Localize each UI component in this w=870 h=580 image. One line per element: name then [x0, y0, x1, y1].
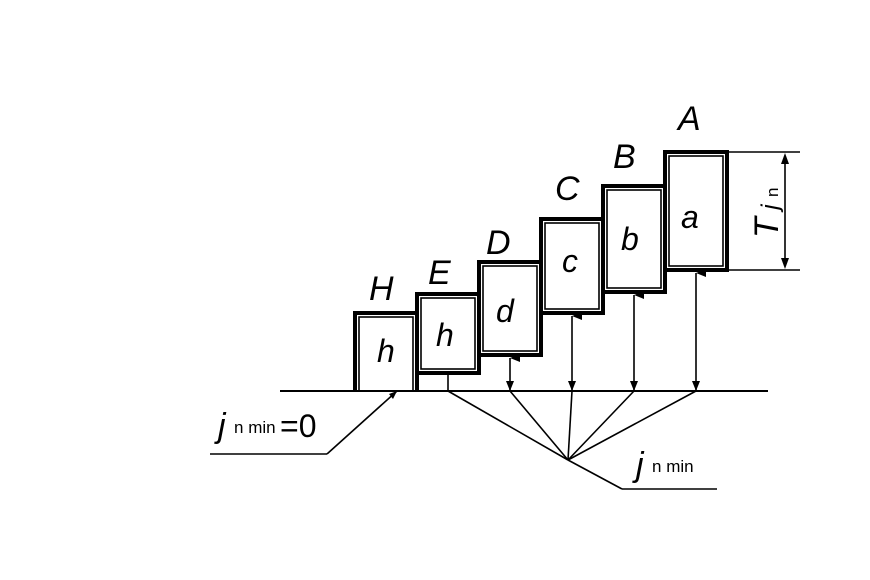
tolerance-dimension: T j n — [727, 151, 800, 271]
zone-letter-E: E — [428, 254, 451, 292]
zone-inner-b: b — [621, 221, 639, 257]
min-clearance-sub: n min — [652, 457, 694, 476]
zone-inner-d: d — [496, 293, 515, 329]
zone-letter-C: C — [555, 170, 580, 208]
zero-clearance-sub: n min — [234, 418, 276, 437]
zone-A: A a — [663, 100, 729, 292]
tolerance-j: j — [757, 204, 784, 213]
zone-inner-h2: h — [436, 317, 454, 353]
zero-clearance-value: =0 — [280, 408, 316, 444]
zone-D: D d — [477, 224, 543, 373]
zone-inner-a: a — [681, 199, 699, 235]
tolerance-sub: n — [763, 188, 782, 197]
tolerance-T: T — [748, 215, 786, 238]
zone-B: B b — [601, 138, 667, 313]
zone-H: H h — [353, 270, 419, 392]
tolerance-label: T j n — [748, 188, 786, 239]
zone-letter-D: D — [486, 224, 511, 262]
clearance-arrows — [447, 269, 706, 391]
zone-letter-A: A — [676, 100, 701, 138]
min-clearance-leaders — [447, 390, 717, 490]
zone-inner-h: h — [377, 333, 395, 369]
zone-inner-c: c — [562, 243, 578, 279]
zone-letter-B: B — [613, 138, 636, 176]
zone-E: E h — [415, 254, 481, 391]
zone-letter-H: H — [369, 270, 394, 308]
min-clearance-label: j n min — [632, 446, 694, 484]
min-clearance-j: j — [632, 446, 645, 484]
zero-clearance-j: j — [214, 407, 227, 445]
zero-clearance-leader — [210, 390, 398, 455]
zero-clearance-label: j n min =0 — [214, 407, 317, 445]
